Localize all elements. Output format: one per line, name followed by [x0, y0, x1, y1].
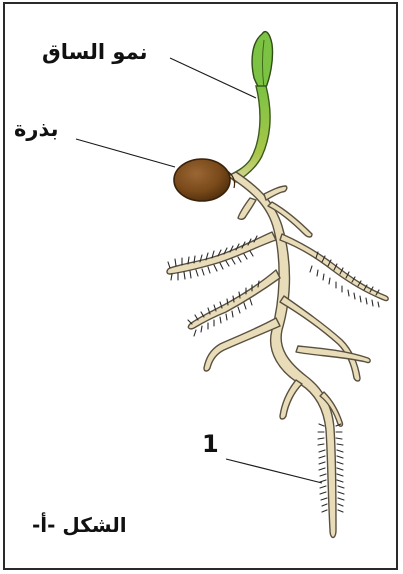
figure-caption: الشكل -أ- — [32, 515, 127, 535]
marker-1-label: 1 — [202, 432, 219, 456]
pointer-stem-growth — [170, 58, 256, 98]
young-leaf — [252, 32, 272, 91]
stem — [228, 86, 270, 182]
seed-label: بذرة — [14, 119, 59, 140]
pointer-marker-1 — [226, 459, 322, 483]
seed — [174, 159, 235, 201]
root-system — [167, 172, 388, 538]
stem-growth-label: نمو الساق — [42, 42, 148, 63]
pointer-seed — [76, 139, 175, 167]
